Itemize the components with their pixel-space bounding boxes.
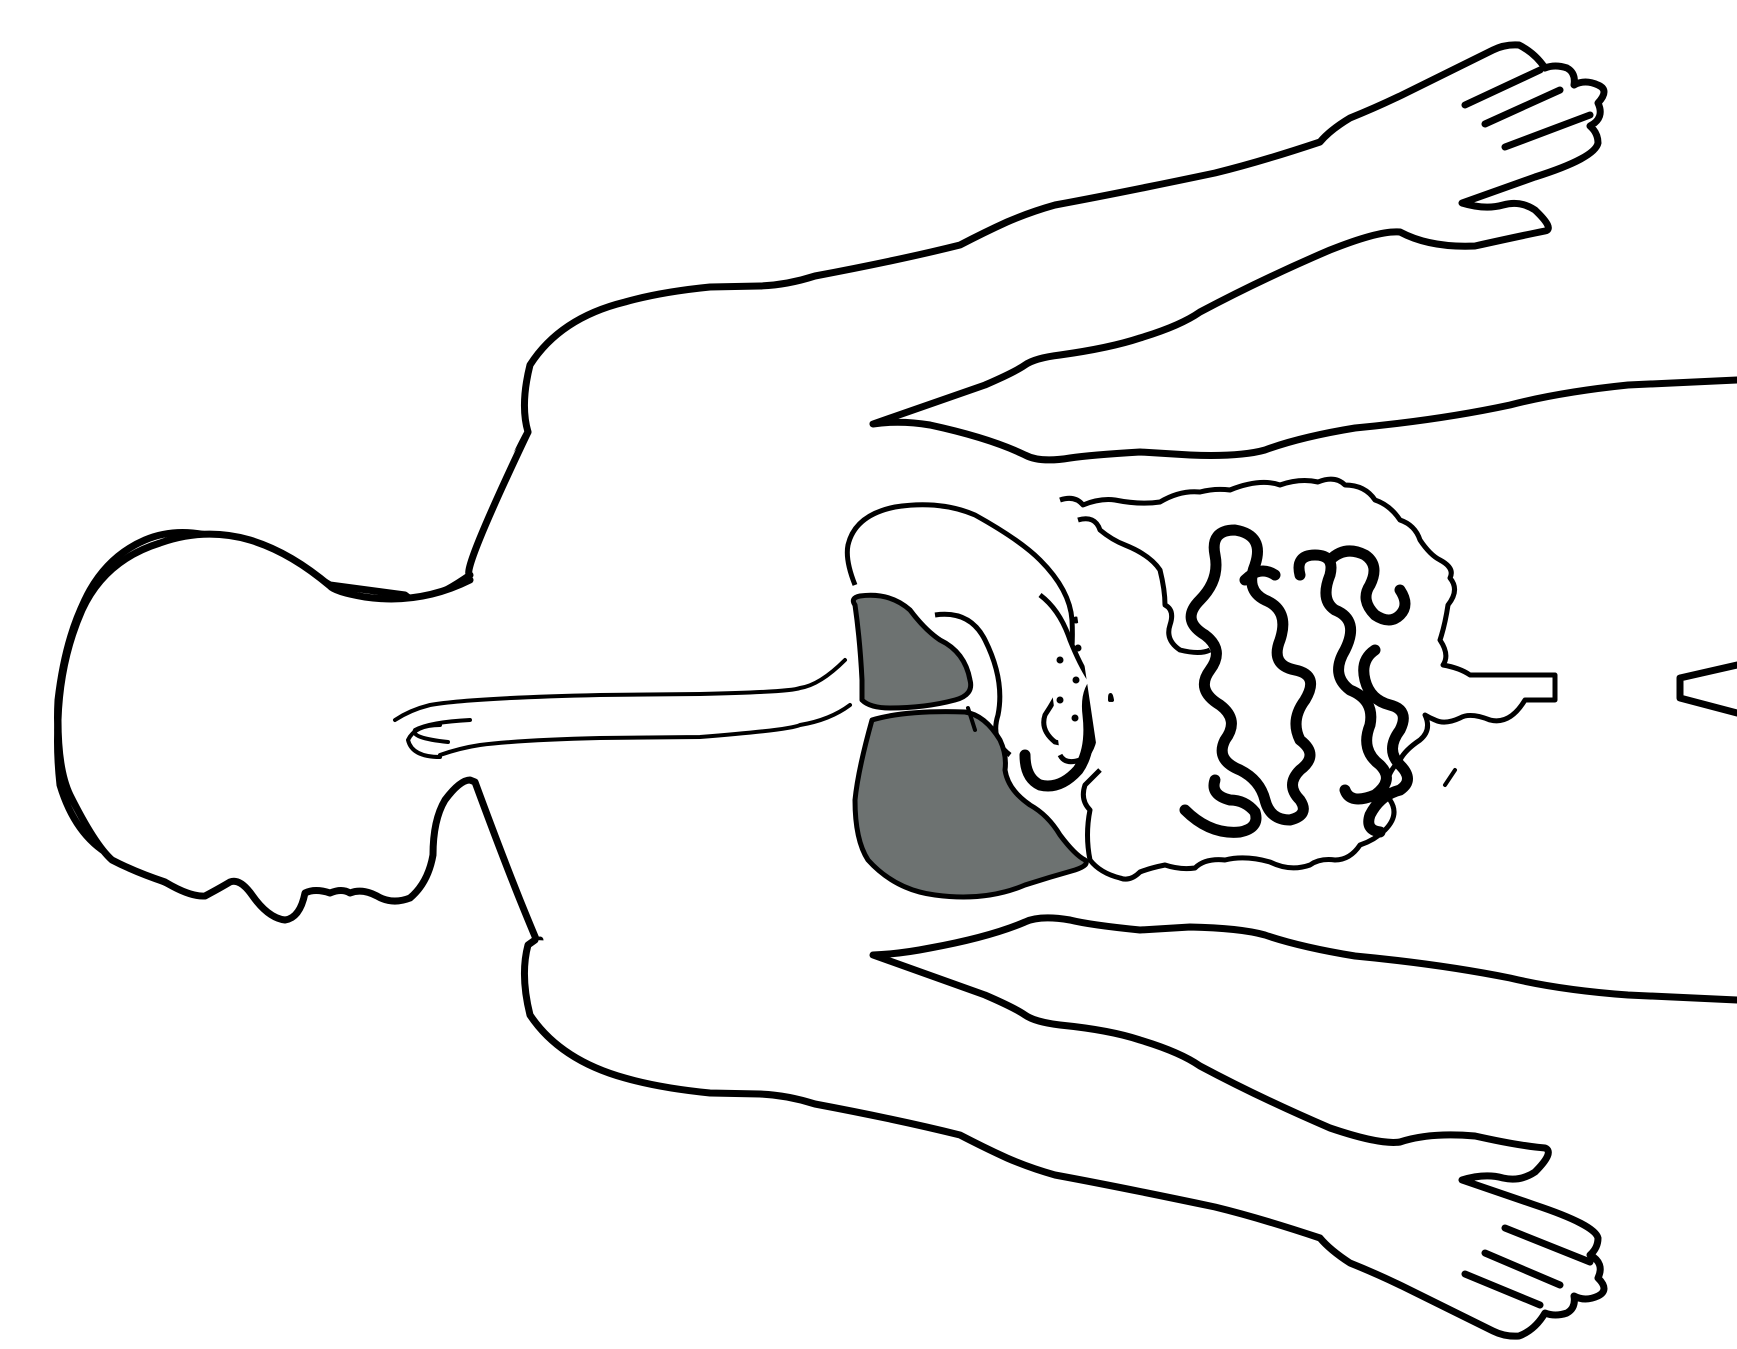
small-intestine-coil-5 bbox=[1358, 644, 1413, 838]
lower-body-contour bbox=[520, 914, 1737, 1340]
small-intestine-coil-2 bbox=[1239, 565, 1281, 586]
upper-hand-finger-2 bbox=[1481, 86, 1564, 128]
upper-hand-finger-1 bbox=[1461, 66, 1544, 109]
pancreas-dot bbox=[1056, 696, 1064, 704]
appendix bbox=[1443, 768, 1457, 787]
lower-hand-finger-3 bbox=[1501, 1224, 1594, 1266]
upper-hand-finger-3 bbox=[1501, 111, 1594, 151]
pancreas-dot bbox=[1056, 656, 1064, 664]
small-intestine-coil-4 bbox=[1324, 545, 1411, 626]
lower-hand-finger-2 bbox=[1481, 1249, 1564, 1289]
esophagus-wall-top bbox=[393, 658, 847, 722]
arrow-icon bbox=[1676, 661, 1737, 717]
pancreas-dot bbox=[1074, 644, 1082, 652]
small-intestine-coil-6 bbox=[1179, 774, 1262, 838]
rectum-exit bbox=[1108, 693, 1114, 702]
small-intestine-coil-1 bbox=[1185, 524, 1317, 826]
esophagus-wall-bottom bbox=[438, 703, 852, 757]
body-outline bbox=[54, 41, 1737, 1340]
arrow-shape bbox=[1676, 661, 1737, 717]
pancreas-dot bbox=[1072, 676, 1080, 684]
head bbox=[54, 530, 544, 952]
liver-lower-lobe bbox=[852, 709, 1089, 900]
liver-upper-lobe bbox=[850, 592, 974, 711]
gallbladder-duct bbox=[966, 706, 977, 732]
tongue bbox=[412, 718, 472, 744]
esophagus bbox=[393, 658, 852, 757]
pancreas-dot bbox=[1071, 714, 1079, 722]
small-intestine bbox=[1179, 524, 1413, 838]
colon-inner bbox=[1077, 516, 1212, 655]
lower-hand-finger-1 bbox=[1461, 1270, 1544, 1309]
liver bbox=[850, 592, 1089, 900]
